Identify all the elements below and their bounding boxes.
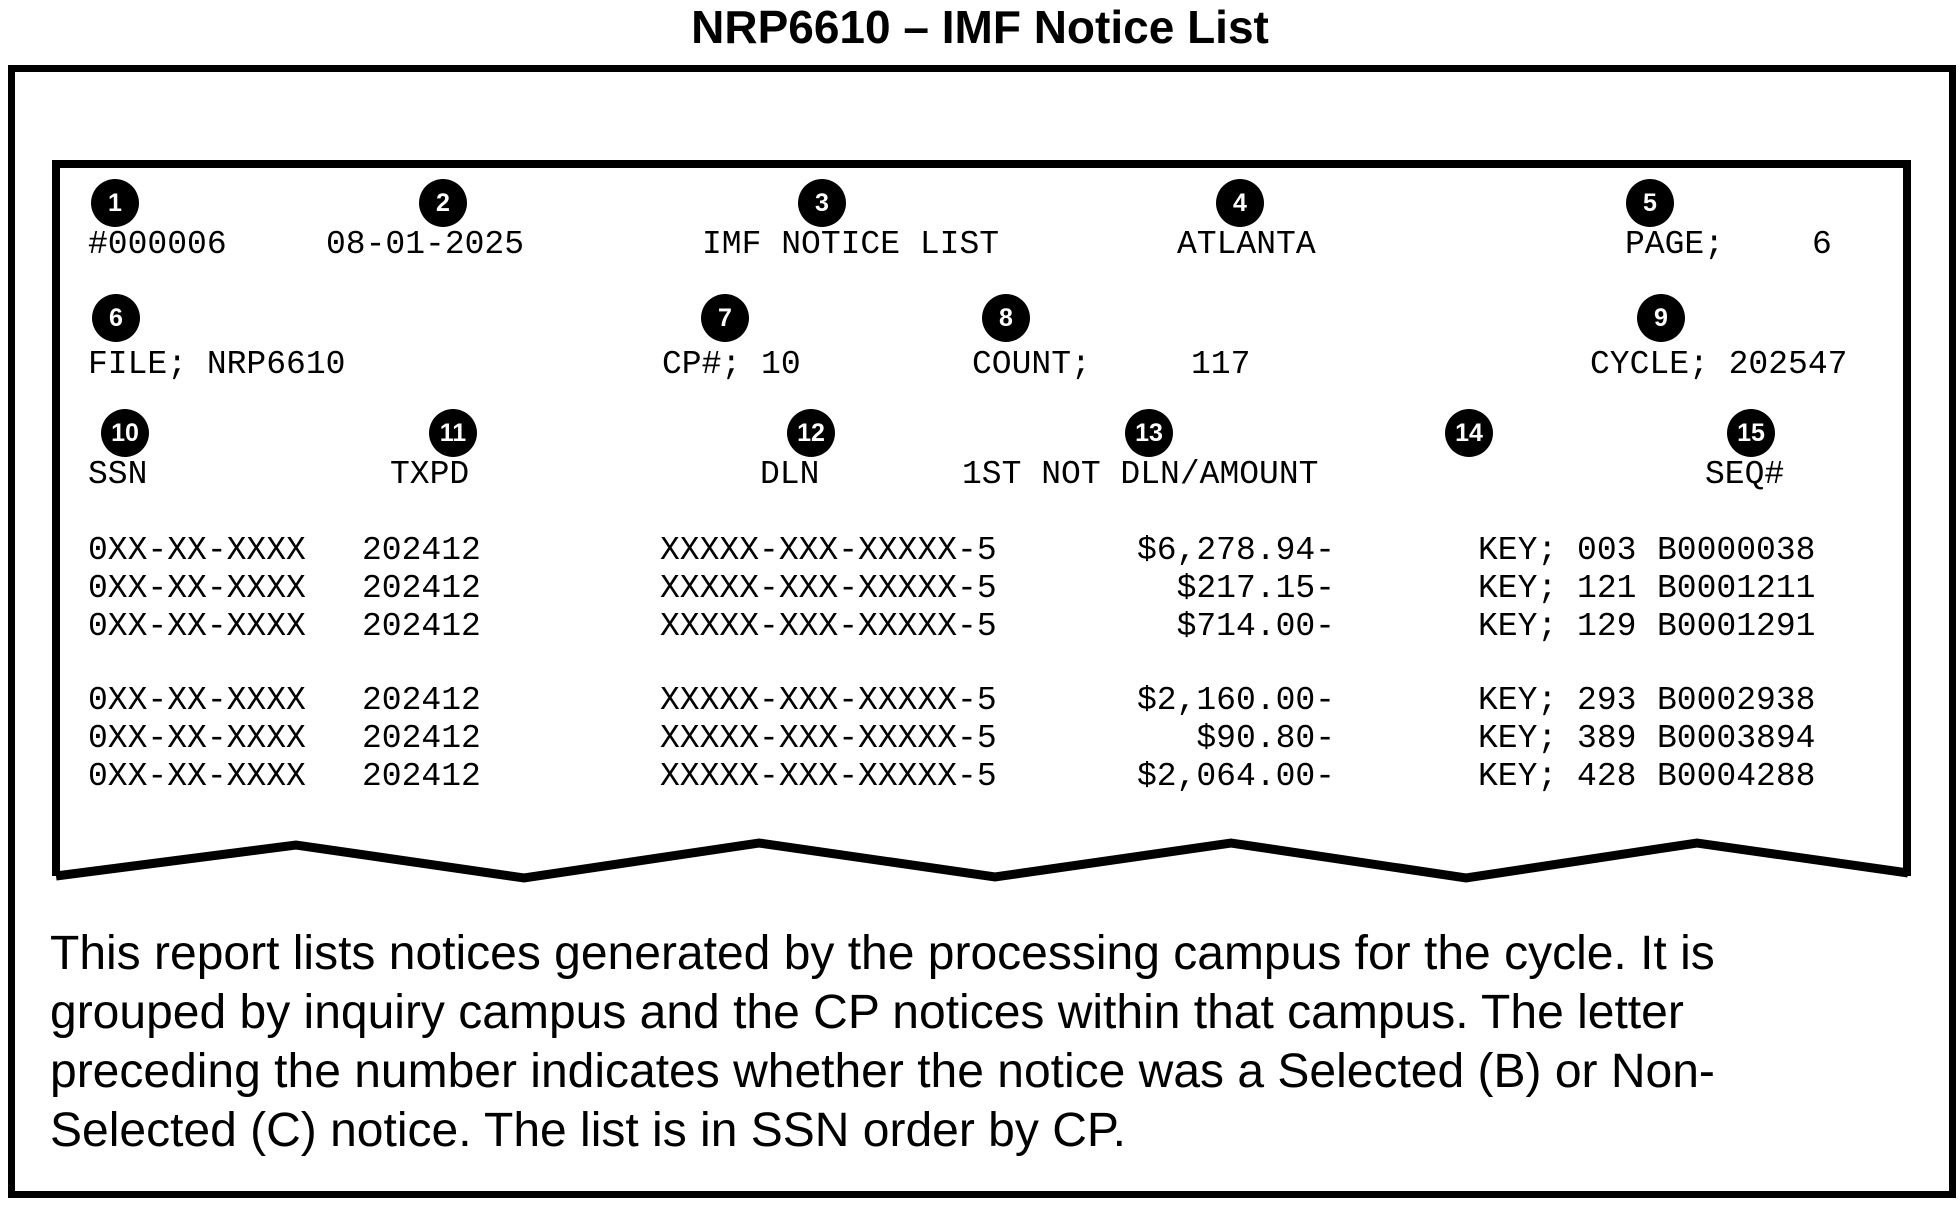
row-amount: $90.80-	[1196, 720, 1335, 757]
row-key: KEY; 121	[1478, 570, 1637, 607]
description-line: Selected (C) notice. The list is in SSN …	[50, 1104, 1127, 1157]
row-key: KEY; 129	[1478, 608, 1637, 645]
report-header-line-1: #000006 08-01-2025 IMF NOTICE LIST ATLAN…	[0, 226, 1960, 266]
row-seq: B0001291	[1657, 608, 1816, 645]
row-seq: B0004288	[1657, 758, 1816, 795]
report-snippet-box	[52, 160, 1911, 876]
row-txpd: 202412	[362, 608, 481, 645]
col-header-dln: DLN	[760, 456, 820, 493]
row-key: KEY; 003	[1478, 532, 1637, 569]
callout-badge-11: 11	[429, 409, 477, 457]
table-row: 0XX-XX-XXXX 202412 XXXXX-XXX-XXXXX-5 $2,…	[0, 682, 1960, 722]
column-header-row: SSN TXPD DLN 1ST NOT DLN/AMOUNT SEQ#	[0, 456, 1960, 496]
cycle-value: CYCLE; 202547	[1590, 346, 1848, 383]
row-key: KEY; 389	[1478, 720, 1637, 757]
row-dln: XXXXX-XXX-XXXXX-5	[660, 608, 997, 645]
row-amount: $714.00-	[1176, 608, 1335, 645]
table-row: 0XX-XX-XXXX 202412 XXXXX-XXX-XXXXX-5 $71…	[0, 608, 1960, 648]
row-txpd: 202412	[362, 682, 481, 719]
callout-badge-9: 9	[1637, 294, 1685, 342]
row-ssn: 0XX-XX-XXXX	[88, 682, 306, 719]
row-amount: $2,160.00-	[1136, 682, 1335, 719]
campus-name: ATLANTA	[1177, 226, 1316, 263]
row-ssn: 0XX-XX-XXXX	[88, 758, 306, 795]
description-line: This report lists notices generated by t…	[50, 927, 1715, 980]
callout-badge-8: 8	[982, 294, 1030, 342]
row-dln: XXXXX-XXX-XXXXX-5	[660, 758, 997, 795]
callout-badge-14: 14	[1445, 409, 1493, 457]
callout-badge-12: 12	[787, 409, 835, 457]
callout-badge-13: 13	[1125, 409, 1173, 457]
table-row: 0XX-XX-XXXX 202412 XXXXX-XXX-XXXXX-5 $21…	[0, 570, 1960, 610]
description-line: preceding the number indicates whether t…	[50, 1045, 1715, 1098]
table-row: 0XX-XX-XXXX 202412 XXXXX-XXX-XXXXX-5 $6,…	[0, 532, 1960, 572]
file-name: FILE; NRP6610	[88, 346, 346, 383]
count-value: 117	[1191, 346, 1251, 383]
row-txpd: 202412	[362, 532, 481, 569]
page-title: NRP6610 – IMF Notice List	[691, 1, 1269, 53]
callout-badge-4: 4	[1216, 179, 1264, 227]
row-ssn: 0XX-XX-XXXX	[88, 720, 306, 757]
callout-badge-5: 5	[1626, 179, 1674, 227]
row-dln: XXXXX-XXX-XXXXX-5	[660, 720, 997, 757]
doc-number: #000006	[88, 226, 227, 263]
page-number: 6	[1812, 226, 1832, 263]
row-txpd: 202412	[362, 720, 481, 757]
row-ssn: 0XX-XX-XXXX	[88, 532, 306, 569]
report-date: 08-01-2025	[326, 226, 525, 263]
callout-badge-10: 10	[101, 409, 149, 457]
row-amount: $217.15-	[1176, 570, 1335, 607]
row-dln: XXXXX-XXX-XXXXX-5	[660, 532, 997, 569]
report-name: IMF NOTICE LIST	[702, 226, 1000, 263]
count-label: COUNT;	[972, 346, 1091, 383]
col-header-ssn: SSN	[88, 456, 148, 493]
row-seq: B0001211	[1657, 570, 1816, 607]
callout-badge-7: 7	[701, 294, 749, 342]
report-header-line-2: FILE; NRP6610 CP#; 10 COUNT; 117 CYCLE; …	[0, 346, 1960, 386]
col-header-amount: 1ST NOT DLN/AMOUNT	[962, 456, 1319, 493]
row-amount: $2,064.00-	[1136, 758, 1335, 795]
row-dln: XXXXX-XXX-XXXXX-5	[660, 570, 997, 607]
row-txpd: 202412	[362, 758, 481, 795]
callout-badge-3: 3	[798, 179, 846, 227]
row-txpd: 202412	[362, 570, 481, 607]
row-seq: B0003894	[1657, 720, 1816, 757]
row-ssn: 0XX-XX-XXXX	[88, 570, 306, 607]
callout-badge-2: 2	[419, 179, 467, 227]
page-label: PAGE;	[1625, 226, 1725, 263]
col-header-txpd: TXPD	[390, 456, 470, 493]
report-description: This report lists notices generated by t…	[50, 924, 1910, 1160]
col-header-seq: SEQ#	[1705, 456, 1785, 493]
callout-badge-1: 1	[91, 179, 139, 227]
row-amount: $6,278.94-	[1136, 532, 1335, 569]
table-row: 0XX-XX-XXXX 202412 XXXXX-XXX-XXXXX-5 $2,…	[0, 758, 1960, 798]
row-key: KEY; 428	[1478, 758, 1637, 795]
torn-edge-zigzag	[55, 838, 1909, 883]
callout-badge-15: 15	[1727, 409, 1775, 457]
callout-badge-6: 6	[92, 294, 140, 342]
table-row: 0XX-XX-XXXX 202412 XXXXX-XXX-XXXXX-5 $90…	[0, 720, 1960, 760]
cp-number: CP#; 10	[662, 346, 801, 383]
description-line: grouped by inquiry campus and the CP not…	[50, 986, 1684, 1039]
row-dln: XXXXX-XXX-XXXXX-5	[660, 682, 997, 719]
row-seq: B0002938	[1657, 682, 1816, 719]
row-key: KEY; 293	[1478, 682, 1637, 719]
row-seq: B0000038	[1657, 532, 1816, 569]
row-ssn: 0XX-XX-XXXX	[88, 608, 306, 645]
